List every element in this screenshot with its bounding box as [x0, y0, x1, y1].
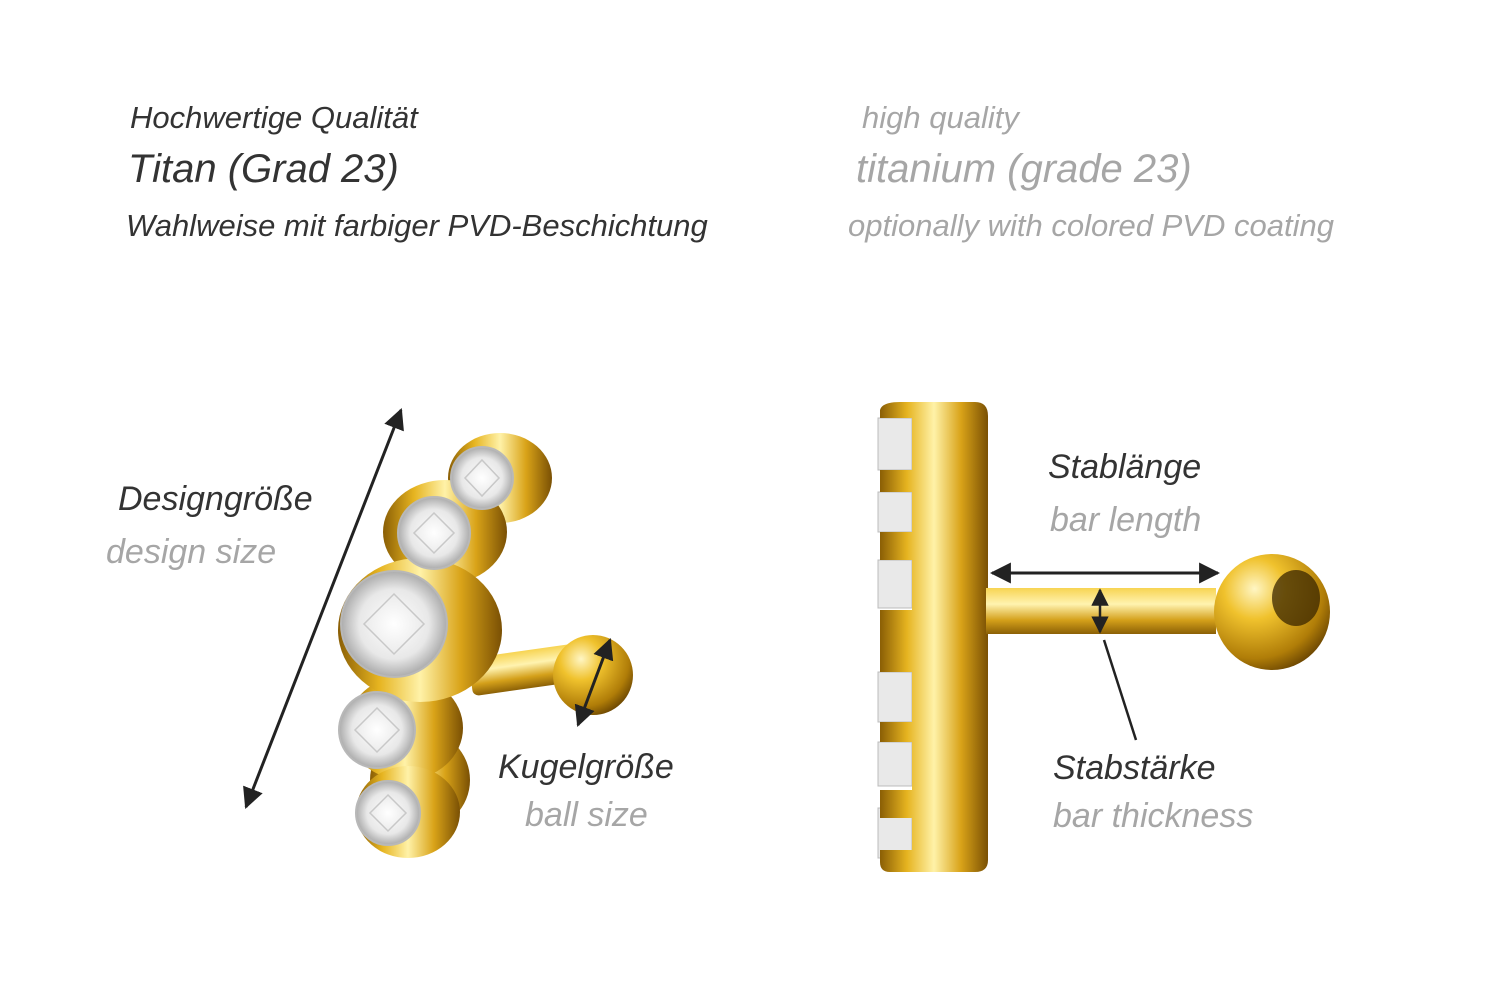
bar-thickness-label-en: bar thickness [1053, 797, 1254, 835]
design-size-label-en: design size [106, 533, 277, 571]
design-size-label-de: Designgröße [118, 480, 313, 518]
bar-thickness-label-de: Stabstärke [1053, 749, 1216, 787]
right-body [880, 402, 988, 872]
bar-thickness-leader [1102, 639, 1138, 741]
bar-length-label-de: Stablänge [1048, 448, 1202, 486]
coating-label-de: Wahlweise mit farbiger PVD-Beschichtung [126, 208, 708, 243]
ball-size-label-de: Kugelgröße [498, 748, 674, 786]
quality-label-en: high quality [862, 100, 1019, 135]
material-label-en: titanium (grade 23) [856, 147, 1192, 191]
left-gems [338, 446, 514, 846]
left-ball [553, 635, 633, 715]
design-size-arrow [243, 408, 404, 809]
material-label-de: Titan (Grad 23) [128, 147, 399, 191]
ball-size-label-en: ball size [525, 796, 648, 834]
bar-length-label-en: bar length [1050, 501, 1202, 539]
ball-size-arrow [574, 638, 614, 727]
quality-label-de: Hochwertige Qualität [130, 100, 418, 135]
coating-label-en: optionally with colored PVD coating [848, 208, 1334, 243]
